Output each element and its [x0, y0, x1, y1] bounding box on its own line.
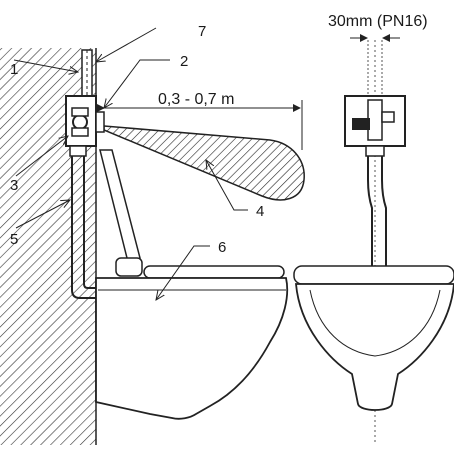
front-valve-handle [352, 118, 370, 130]
pipe-dimension-label: 30mm (PN16) [328, 13, 428, 30]
valve-knob [72, 114, 88, 130]
front-flush-pipe [367, 146, 387, 266]
leader-2 [104, 59, 170, 108]
lid-hinge [115, 257, 143, 277]
front-toilet-bowl [295, 283, 454, 411]
front-valve-cap [381, 111, 395, 123]
label-7: 7 [198, 23, 206, 40]
valve-body [71, 107, 89, 137]
flush-pipe [71, 146, 100, 299]
leader-5 [15, 200, 70, 229]
sensor-unit [95, 111, 105, 133]
leader-7 [96, 27, 157, 62]
toilet-bowl-side [95, 277, 289, 420]
label-3: 3 [10, 177, 18, 194]
leader-3 [15, 136, 68, 177]
sensor-detection-zone [103, 125, 305, 201]
label-1: 1 [10, 61, 18, 78]
side-view: 0,3 - 0,7 m [0, 48, 305, 445]
toilet-lid-raised [99, 149, 141, 263]
leader-1 [13, 59, 78, 72]
toilet-seat [143, 265, 285, 279]
front-bowl-inner [309, 289, 441, 357]
label-6: 6 [218, 239, 226, 256]
front-pipe-coupling [365, 145, 385, 157]
label-2: 2 [180, 53, 188, 70]
front-valve-body [367, 99, 383, 141]
callouts: 1 7 2 3 5 4 6 [10, 23, 264, 300]
label-4: 4 [256, 203, 264, 220]
front-view: 30mm (PN16) [293, 13, 454, 445]
front-toilet-seat [293, 265, 454, 285]
label-5: 5 [10, 231, 18, 248]
leader-6 [156, 245, 210, 300]
pipe-coupling [69, 145, 87, 157]
range-dimension-label: 0,3 - 0,7 m [158, 91, 234, 108]
leader-4 [206, 160, 248, 211]
